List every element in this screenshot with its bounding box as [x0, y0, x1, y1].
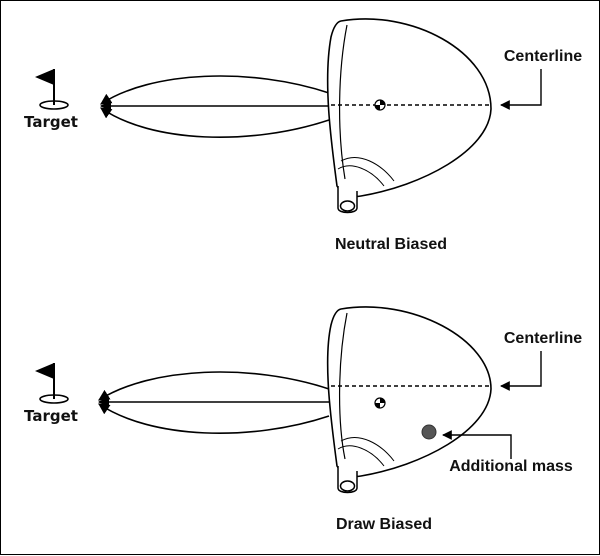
additional-mass-label: Additional mass: [449, 458, 573, 475]
centerline-label: Centerline: [504, 330, 582, 347]
centerline-callout-arrow: [500, 351, 542, 391]
panel-draw: Target Additional mass Centerline Draw B…: [24, 306, 582, 533]
centerline-label: Centerline: [504, 48, 582, 65]
flag-icon: [35, 363, 69, 404]
center-of-gravity-icon: [374, 99, 386, 111]
additional-mass-dot: [421, 424, 437, 440]
target-label: Target: [24, 113, 78, 131]
target-label: Target: [24, 407, 78, 425]
caption-neutral: Neutral Biased: [335, 236, 447, 253]
trajectory-curve-upper: [100, 75, 330, 105]
caption-draw: Draw Biased: [336, 516, 432, 533]
trajectory-curve-upper: [98, 371, 330, 401]
driver-head: [326, 18, 492, 214]
trajectory-curve-lower: [100, 107, 330, 139]
trajectory-curve-lower: [98, 403, 330, 435]
flag-icon: [35, 69, 69, 110]
center-of-gravity-icon: [374, 397, 386, 409]
mass-callout-arrow: [442, 430, 512, 459]
centerline-callout-arrow: [500, 69, 542, 110]
panel-neutral: Target Centerline Neutral Biased: [24, 18, 582, 253]
